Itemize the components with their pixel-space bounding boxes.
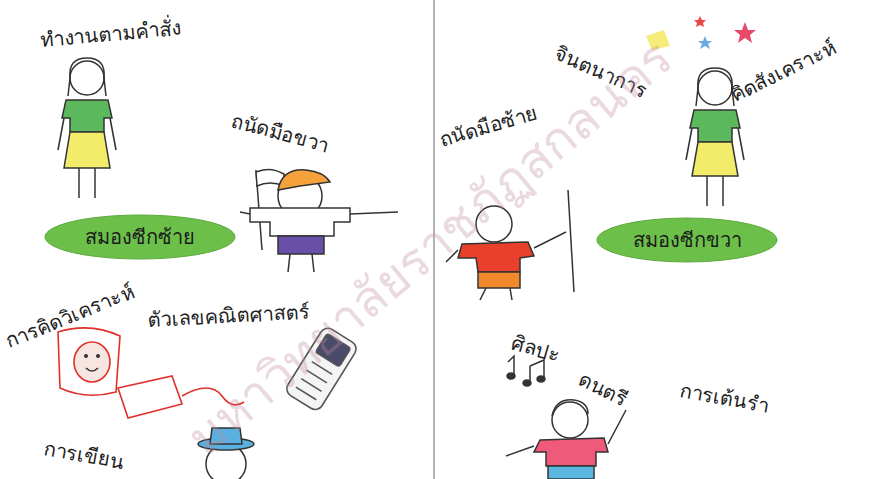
girl-arm: [110, 118, 116, 150]
boy-head: [552, 402, 588, 438]
trait-label: การเขียน: [42, 436, 126, 474]
trait-label: ศิลปะ: [509, 330, 563, 367]
boy-arm: [240, 212, 250, 214]
boy-arm: [506, 446, 534, 456]
boy-shorts: [478, 272, 520, 288]
star: [698, 36, 712, 49]
boy-leg: [312, 254, 314, 272]
boy-arm: [350, 212, 398, 214]
girl-shirt: [62, 100, 112, 132]
boy-hair: [552, 400, 588, 416]
music-note: [507, 373, 515, 379]
ellipse-fill: [45, 215, 235, 259]
girl-head: [698, 71, 732, 105]
girl-leg: [94, 168, 96, 198]
star: [734, 22, 756, 43]
computer-monitor: [58, 328, 120, 395]
boy-shorts: [278, 236, 324, 254]
dancing-boy: [506, 400, 626, 479]
boy-arm: [534, 232, 566, 248]
boy-shorts: [548, 466, 594, 479]
flag-pole: [568, 190, 574, 292]
boy-cap: [278, 170, 330, 190]
girl-arm: [686, 128, 692, 160]
trait-label: ทำงานตามคำสั่ง: [39, 16, 183, 52]
music-note: [508, 356, 514, 374]
boy-leg: [480, 288, 486, 300]
girl-hair: [68, 58, 106, 96]
brain-side-ellipse: สมองซีกซ้าย: [44, 214, 236, 260]
trait-label: ดนตรี: [575, 367, 631, 411]
girl-head: [70, 61, 104, 95]
boy-shirt: [250, 208, 350, 236]
computer-screen: [74, 342, 110, 382]
computer-eye: [96, 354, 100, 358]
girl-arm: [58, 118, 64, 150]
node-title: สมองซีกซ้าย: [85, 221, 195, 253]
computer-eye: [84, 354, 88, 358]
boy-leg: [288, 254, 290, 272]
computer-smile: [86, 368, 98, 371]
music-note: [537, 376, 545, 382]
trait-label: ตัวเลขคณิตศาสตร์: [147, 300, 310, 332]
girl-leg: [706, 176, 708, 206]
boy-leg: [510, 288, 512, 300]
node-title: สมองซีกขวา: [633, 224, 742, 256]
stars: [646, 16, 756, 50]
music-note: [523, 380, 531, 386]
trait-label: การเต้นรำ: [678, 378, 771, 417]
brain-side-ellipse: สมองซีกขวา: [596, 217, 778, 263]
girl-skirt: [692, 142, 738, 176]
girl-leg: [722, 176, 724, 206]
ellipse-fill: [597, 218, 777, 262]
girl-leg: [78, 168, 80, 198]
boy-arm: [608, 410, 626, 444]
girl-skirt: [64, 132, 110, 168]
computer-keyboard: [118, 376, 182, 418]
girl-arm: [738, 128, 744, 160]
girl-shirt: [690, 110, 740, 142]
trait-label: คิดสังเคราะห์: [727, 35, 840, 107]
star: [694, 16, 706, 27]
girl-figure: [58, 58, 116, 198]
boy-shirt: [534, 438, 608, 466]
trait-label: ถนัดมือขวา: [229, 108, 332, 157]
